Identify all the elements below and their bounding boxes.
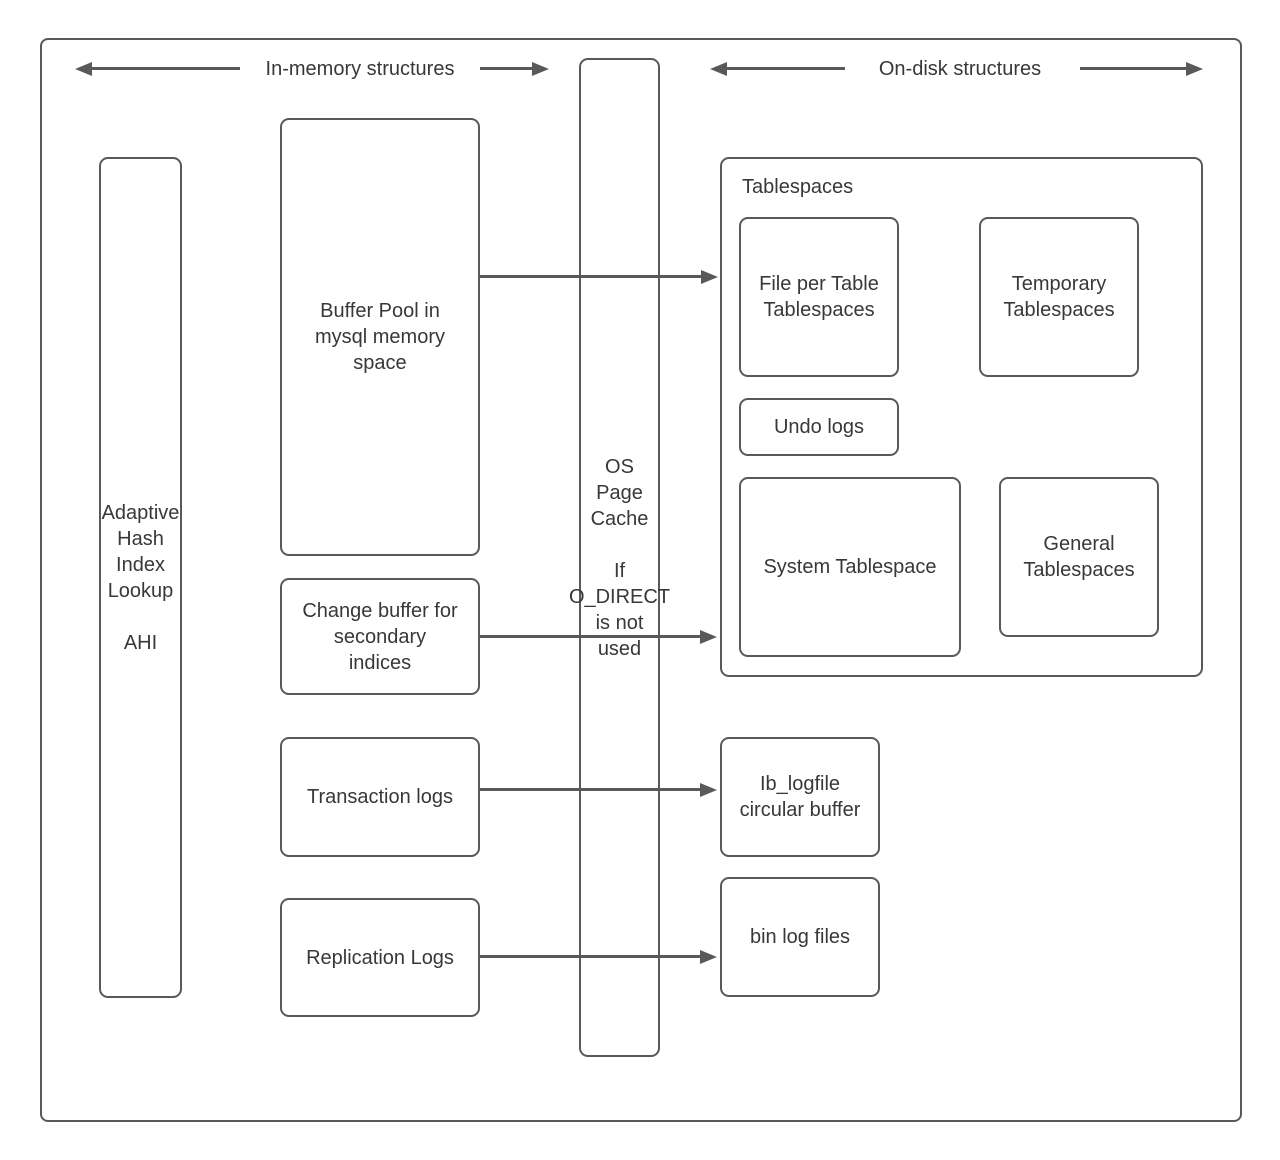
os-page-cache-label: OS Page Cache If O_DIRECT is not used [568,455,671,660]
tablespaces-container: Tablespaces File per Table Tablespaces T… [720,157,1203,677]
file-per-table-box: File per Table Tablespaces [739,217,899,377]
adaptive-hash-index-label: Adaptive Hash Index Lookup AHI [101,501,180,654]
os-page-cache-box: OS Page Cache If O_DIRECT is not used [569,58,670,1057]
outer-frame [40,38,1242,1122]
transaction-logs-to-ib-logfile-arrow-icon [480,788,700,791]
in-memory-structures-label: In-memory structures [265,58,455,80]
system-tablespace-label: System Tablespace [763,556,937,578]
on-disk-right-arrow-icon [1080,67,1186,70]
buffer-pool-to-tablespaces-arrow-icon [480,275,701,278]
tablespaces-label: Tablespaces [742,176,854,198]
in-memory-right-arrow-icon [480,67,532,70]
adaptive-hash-index-box: Adaptive Hash Index Lookup AHI [99,157,182,998]
replication-logs-box: Replication Logs [280,898,480,1017]
temporary-tablespaces-box: Temporary Tablespaces [979,217,1139,377]
system-tablespace-box: System Tablespace [739,477,961,657]
general-tablespaces-label: General Tablespaces [1023,533,1135,581]
change-buffer-box: Change buffer for secondary indices [280,578,480,695]
replication-logs-to-bin-log-arrow-icon [480,955,700,958]
on-disk-left-arrow-icon [727,67,845,70]
change-buffer-label: Change buffer for secondary indices [302,599,458,674]
on-disk-structures-label: On-disk structures [878,58,1042,80]
change-buffer-to-tablespaces-arrow-icon [480,635,700,638]
bin-log-files-label: bin log files [749,926,851,948]
transaction-logs-box: Transaction logs [280,737,480,857]
ib-logfile-label: Ib_logfile circular buffer [739,773,861,821]
ib-logfile-box: Ib_logfile circular buffer [720,737,880,857]
buffer-pool-box: Buffer Pool in mysql memory space [280,118,480,556]
undo-logs-label: Undo logs [773,416,865,438]
file-per-table-label: File per Table Tablespaces [759,273,879,321]
temporary-tablespaces-label: Temporary Tablespaces [1003,273,1115,321]
replication-logs-label: Replication Logs [306,946,454,969]
buffer-pool-label: Buffer Pool in mysql memory space [314,300,445,374]
in-memory-left-arrow-icon [92,67,240,70]
undo-logs-box: Undo logs [739,398,899,456]
general-tablespaces-box: General Tablespaces [999,477,1159,637]
transaction-logs-label: Transaction logs [307,786,453,808]
bin-log-files-box: bin log files [720,877,880,997]
